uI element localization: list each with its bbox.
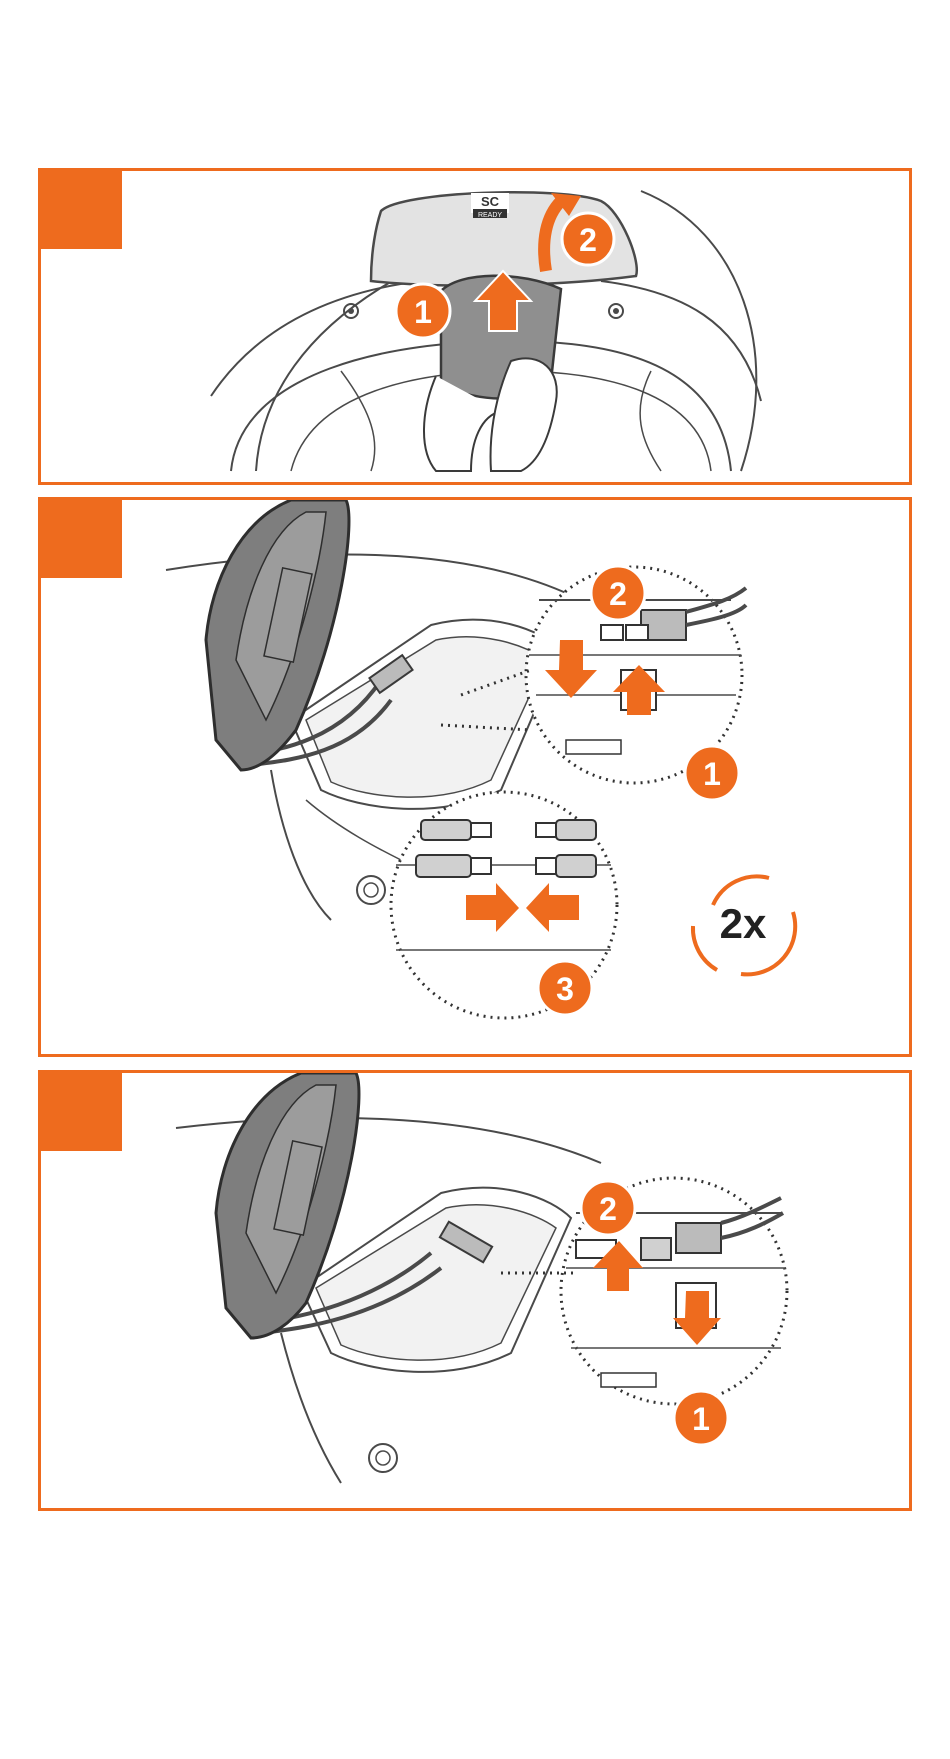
cap-sublabel: READY <box>478 212 502 219</box>
step-badge-1: 1 <box>685 746 739 800</box>
step-badge-1: 1 <box>674 1391 728 1445</box>
step-panel-3: 2 1 <box>38 1070 912 1511</box>
lock-illustration: 2 1 <box>41 1073 912 1511</box>
svg-text:2: 2 <box>579 222 597 258</box>
svg-text:2: 2 <box>609 576 627 612</box>
step-badge-1: 1 <box>396 284 450 338</box>
repeat-count: 2x <box>720 900 767 947</box>
repeat-indicator: 2x <box>693 876 795 974</box>
step-badge-2: 2 <box>581 1181 635 1235</box>
connector-illustration: 2x 2 1 3 <box>41 500 912 1057</box>
step-badge-2: 2 <box>562 213 614 265</box>
step-badge-3: 3 <box>538 961 592 1015</box>
step-panel-2: 2x 2 1 3 <box>38 497 912 1057</box>
svg-text:1: 1 <box>703 756 721 792</box>
helmet-top-illustration: SC READY 1 2 <box>41 171 912 485</box>
svg-text:1: 1 <box>414 294 432 330</box>
svg-text:2: 2 <box>599 1191 617 1227</box>
step-panel-1: SC READY 1 2 <box>38 168 912 485</box>
step-badge-2: 2 <box>591 566 645 620</box>
svg-text:3: 3 <box>556 971 574 1007</box>
cap-label: SC <box>481 194 500 209</box>
svg-text:1: 1 <box>692 1401 710 1437</box>
